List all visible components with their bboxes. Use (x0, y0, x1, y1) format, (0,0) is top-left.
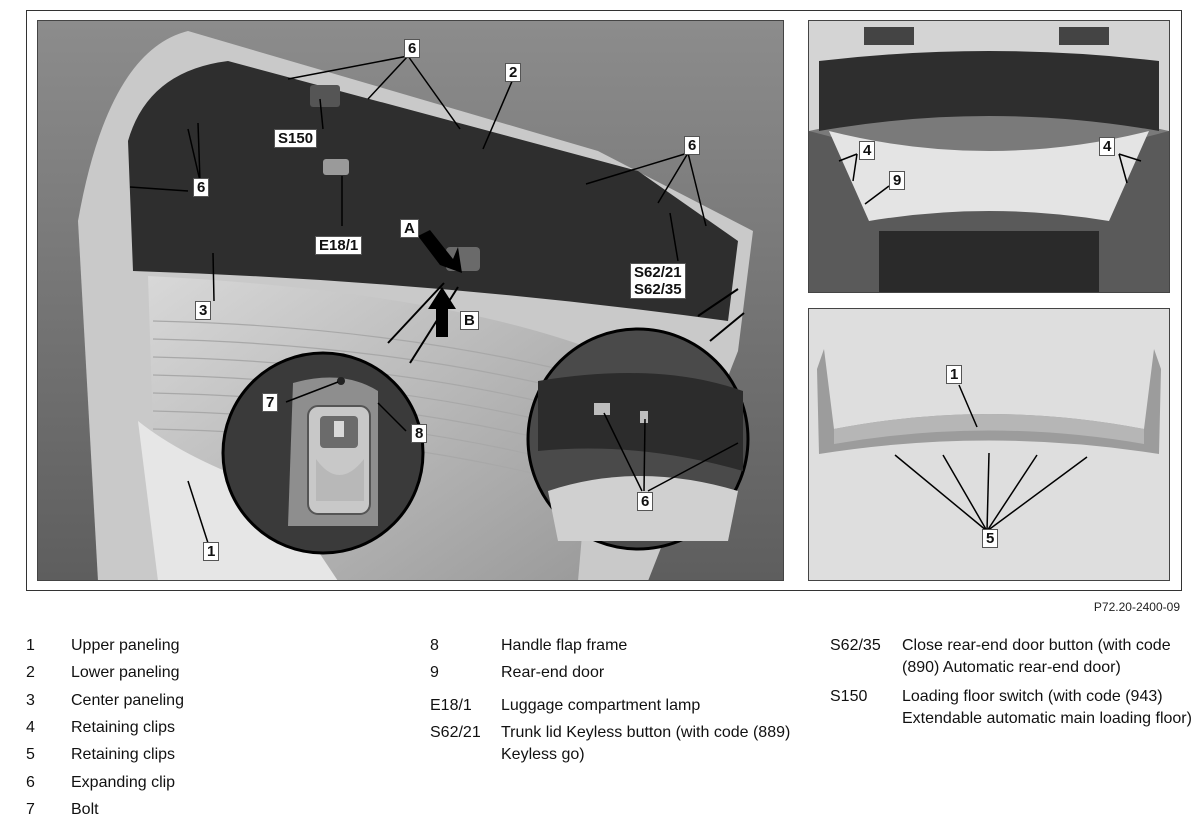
legend-code: S62/35 (830, 637, 881, 654)
legend-desc: Center paneling (71, 692, 184, 709)
callout-b: B (460, 311, 479, 330)
callout-1: 1 (203, 542, 220, 561)
callout-5: 5 (982, 529, 999, 548)
legend-desc: Retaining clips (71, 746, 176, 763)
main-photo-tailgate-interior: 6 2 S150 6 6 E18/1 A 3 B S62/21 S62/35 7… (37, 20, 784, 581)
legend-code: 2 (26, 664, 35, 681)
callout-6-left: 6 (193, 178, 210, 197)
callout-6-detail: 6 (637, 492, 654, 511)
callout-s62: S62/21 S62/35 (630, 263, 686, 299)
top-right-photo-drawing (809, 21, 1169, 292)
legend-code: 7 (26, 801, 35, 818)
top-right-photo-open-tailgate: 4 9 4 (808, 20, 1170, 293)
legend-code: 3 (26, 692, 35, 709)
bottom-right-photo-upper-paneling: 1 5 (808, 308, 1170, 581)
callout-9: 9 (889, 171, 906, 190)
legend-desc: Handle flap frame (501, 637, 628, 654)
legend-code: 9 (430, 664, 439, 681)
legend-desc: Upper paneling (71, 637, 180, 654)
legend-code: 5 (26, 746, 35, 763)
luggage-lamp-shape (323, 159, 349, 175)
callout-4-left: 4 (859, 141, 876, 160)
legend-desc: Trunk lid Keyless button (with code (889… (501, 724, 791, 763)
figure-id: P72.20-2400-09 (1093, 600, 1180, 614)
callout-e18-1: E18/1 (315, 236, 363, 255)
legend-code: E18/1 (430, 697, 472, 714)
callout-6-right: 6 (684, 136, 701, 155)
callout-7: 7 (262, 393, 279, 412)
legend-code: 1 (26, 637, 35, 654)
callout-2: 2 (505, 63, 522, 82)
arrow-a (418, 230, 462, 273)
legend-desc: Retaining clips (71, 719, 176, 736)
legend-code: 6 (26, 774, 35, 791)
callout-a: A (400, 219, 419, 238)
callout-8: 8 (411, 424, 428, 443)
callout-s150: S150 (274, 129, 318, 148)
callout-3: 3 (195, 301, 212, 320)
legend-desc: Lower paneling (71, 664, 180, 681)
legend-code: 4 (26, 719, 35, 736)
legend-code: S62/21 (430, 724, 481, 741)
callout-4-right: 4 (1099, 137, 1116, 156)
legend-desc: Close rear-end door button (with code (8… (902, 637, 1171, 676)
callout-1-paneling: 1 (946, 365, 963, 384)
callout-6-top: 6 (404, 39, 421, 58)
legend-code: 8 (430, 637, 439, 654)
legend-desc: Rear-end door (501, 664, 605, 681)
main-photo-drawing (38, 21, 783, 580)
legend-desc: Loading floor switch (with code (943) Ex… (902, 688, 1192, 727)
legend-desc: Luggage compartment lamp (501, 697, 701, 714)
legend-desc: Expanding clip (71, 774, 176, 791)
legend-desc: Bolt (71, 801, 99, 818)
legend-code: S150 (830, 688, 868, 705)
